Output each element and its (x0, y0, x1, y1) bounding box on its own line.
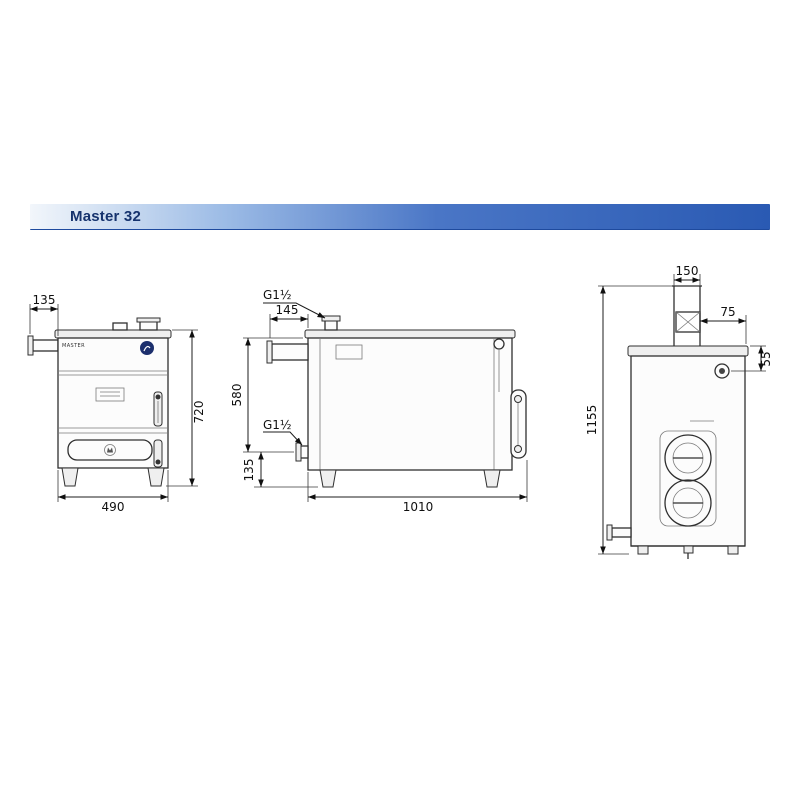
front-logo-badge (140, 341, 154, 355)
front-top-fitting (112, 322, 128, 331)
rear-cleanout-lower (664, 479, 712, 527)
dim-front-height: 720 (166, 329, 206, 487)
badge-flame-icon (143, 345, 151, 352)
dim-side-depth: 1010 (307, 460, 528, 514)
front-leg-right (147, 467, 165, 487)
section-header-bar: Master 32 (30, 204, 770, 230)
front-leg-left (61, 467, 79, 487)
side-flow-pipe-flange (266, 340, 273, 364)
dim-front-offset: 135 (29, 293, 59, 336)
dim-text: 490 (102, 500, 125, 514)
rear-foot-left (637, 545, 649, 555)
rear-cleanout-panel (659, 430, 717, 527)
side-view: G1½ 145 580 G1½ 13 (230, 288, 528, 514)
dim-text: 55 (759, 351, 773, 366)
dim-rear-flue-to-edge: 75 (700, 305, 747, 344)
dim-text: 135 (33, 293, 56, 307)
front-flow-pipe-flange (27, 335, 34, 356)
front-flow-pipe (32, 339, 59, 352)
front-door-grille (67, 439, 153, 461)
rear-safety-port (714, 363, 730, 379)
dim-text: 145 (276, 303, 299, 317)
rear-cleanout-upper (664, 434, 712, 482)
dim-text: 720 (192, 401, 206, 424)
rear-top-plate (627, 345, 749, 357)
dim-text: 135 (242, 459, 256, 482)
side-top-fitting-cap (321, 315, 341, 322)
crown-emblem-icon (107, 447, 113, 453)
side-return-pipe-flange (295, 442, 302, 462)
side-leg-rear (483, 469, 501, 488)
dim-text: 75 (720, 305, 735, 319)
section-title: Master 32 (70, 208, 142, 225)
label-side-fitting-top: G1½ (263, 288, 326, 319)
side-rear-handle (510, 389, 527, 459)
front-lower-handle (153, 439, 163, 468)
dim-side-fitting-offset: 145 (269, 303, 309, 338)
label-side-fitting-bottom: G1½ (263, 418, 303, 446)
dim-rear-total-height: 1155 (585, 285, 672, 555)
front-chimney-flange (136, 317, 161, 323)
rear-bottom-valve (683, 545, 694, 559)
fitting-label: G1½ (263, 418, 292, 432)
side-body (307, 337, 513, 471)
front-view: MASTER (27, 293, 206, 514)
fitting-label: G1½ (263, 288, 292, 302)
dim-side-upper-height: 580 (230, 337, 303, 453)
front-top-plate (54, 329, 172, 339)
front-logo-emblem (95, 387, 125, 402)
side-thermostat (493, 338, 505, 392)
side-top-plate (304, 329, 516, 339)
side-control-box (335, 344, 363, 360)
front-brand-text: MASTER (62, 343, 85, 349)
dim-rear-top-offset: 55 (731, 345, 773, 372)
dim-side-lower-height: 135 (242, 452, 318, 488)
side-flow-pipe (271, 343, 309, 361)
dim-rear-flue-width: 150 (673, 264, 701, 286)
rear-view: 150 75 55 1155 (585, 264, 773, 559)
rear-foot-right (727, 545, 739, 555)
rear-body (630, 355, 746, 547)
rear-flue-damper (675, 311, 701, 333)
rear-drain-fitting (606, 524, 632, 541)
dim-front-width: 490 (57, 470, 169, 514)
dim-text: 150 (676, 264, 699, 278)
dim-text: 1155 (585, 405, 599, 436)
side-leg-front (319, 469, 337, 488)
dim-text: 580 (230, 384, 244, 407)
dim-text: 1010 (403, 500, 434, 514)
front-upper-handle (153, 391, 163, 427)
